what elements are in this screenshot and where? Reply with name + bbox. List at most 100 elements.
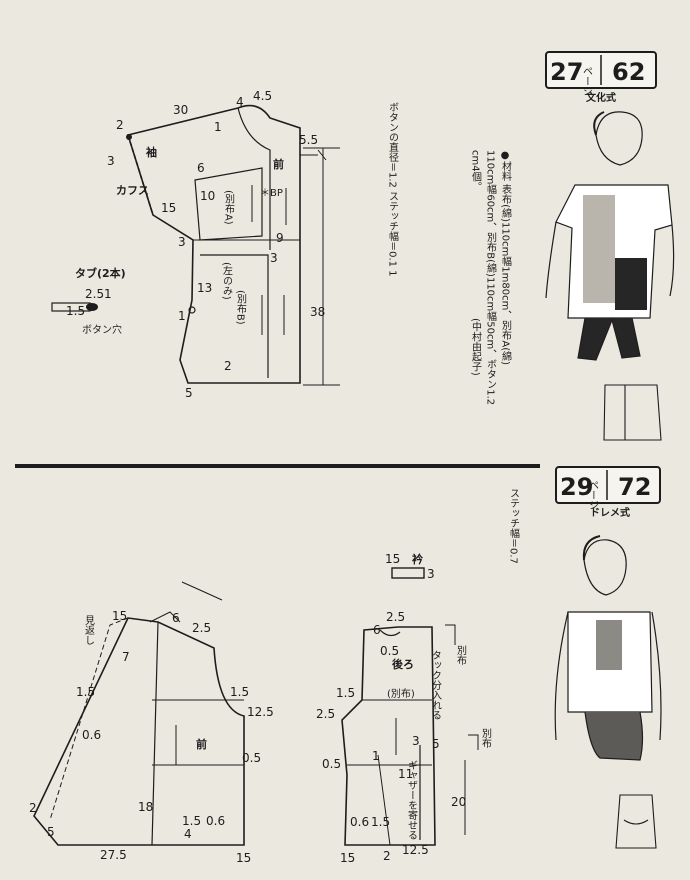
measure-38: 38 <box>310 305 325 319</box>
b-measure-5: 5 <box>432 737 440 751</box>
shoulder-detail <box>149 611 181 623</box>
f-measure-15d: 1.5 <box>182 814 201 828</box>
b-measure-25: 2.5 <box>386 610 405 624</box>
tab-detail: タブ(2本) 2.5 1 1.5 ボタン穴 <box>51 266 126 336</box>
collar-label: 衿 <box>412 552 423 566</box>
blouse-panel-b <box>615 258 647 310</box>
panel-a-outline <box>194 167 263 241</box>
cuffs-label: カフス <box>116 184 149 197</box>
back-neckline <box>379 629 401 637</box>
head <box>595 111 643 166</box>
f-measure-15c: 1.5 <box>230 685 249 699</box>
left-only-label: (左のみ) <box>221 262 233 300</box>
button-mark <box>300 149 327 161</box>
f-measure-125: 12.5 <box>247 705 274 719</box>
b-measure-15a: 15 <box>385 552 400 566</box>
measure-30: 30 <box>173 103 188 117</box>
measure-6: 6 <box>197 161 205 175</box>
front-label: 前 <box>273 157 284 171</box>
tab-measure-1: 1 <box>104 287 112 301</box>
f-measure-5: 5 <box>47 825 55 839</box>
facing-line <box>151 621 159 846</box>
front-bodice-pattern <box>126 104 340 386</box>
b-measure-20: 20 <box>451 795 466 809</box>
fabric-b-label: (別布B) <box>235 290 247 325</box>
garment-back-view-bottom <box>615 794 657 849</box>
measure-3-side: 3 <box>107 154 115 168</box>
page-badge-29: 29 ページ 72 ドレメ式 <box>555 466 661 519</box>
garment-back-view-top <box>603 384 662 441</box>
pin-mark <box>181 581 223 601</box>
b-measure-6: 6 <box>373 623 381 637</box>
front-outline <box>33 617 245 846</box>
badge-kana: ページ <box>581 66 593 96</box>
materials-line-1: ●材料 表布(綿)110cm幅1m80cm、別布A(綿) <box>500 150 512 365</box>
button-hole-label: ボタン穴 <box>82 323 122 336</box>
materials-line-2: 110cm幅60cm、別布B(綿)110cm幅50cm、ボタン1.2 <box>485 150 497 405</box>
stitch-note: ボタンの直径＝1.2 ステッチ幅＝0.1 1 <box>387 102 399 277</box>
b-measure-125: 12.5 <box>402 843 429 857</box>
measure-45: 4.5 <box>253 89 272 103</box>
hair <box>582 535 601 561</box>
collar-rect <box>391 567 425 579</box>
arms <box>545 221 675 299</box>
measure-4: 4 <box>236 95 244 109</box>
woman-illustration-bottom <box>554 535 662 761</box>
badge-kana: ページ <box>587 480 599 510</box>
page-badge-27: 27 ページ 62 文化式 <box>545 51 657 104</box>
arms <box>554 611 662 741</box>
f-measure-6: 6 <box>172 611 180 625</box>
b-measure-2: 2 <box>383 849 391 863</box>
measure-1-pocket: 1 <box>178 309 186 323</box>
gather-line <box>377 754 391 846</box>
badge-school: ドレメ式 <box>590 506 630 519</box>
back-fabric-label: (別布) <box>387 688 415 700</box>
tab-hole <box>86 303 98 311</box>
skirt <box>584 711 644 761</box>
b-measure-06: 0.6 <box>350 815 369 829</box>
b-measure-15c: 1.5 <box>371 815 390 829</box>
materials-line-3: cm4個。 <box>470 150 482 192</box>
b-measure-3: 3 <box>427 567 435 581</box>
separate-fabric-label-1: 別布 <box>455 645 467 666</box>
measure-2-hem: 2 <box>224 359 232 373</box>
b-measure-1: 1 <box>372 749 380 763</box>
f-measure-18: 18 <box>138 800 153 814</box>
head <box>583 539 627 596</box>
bodice-outline <box>126 104 301 384</box>
blouse-panel-a <box>583 195 615 303</box>
f-measure-7: 7 <box>122 650 130 664</box>
b-measure-11: 11 <box>398 767 413 781</box>
tuck-label: タック分入れる <box>430 650 442 720</box>
back-view-gather <box>623 819 649 825</box>
f-measure-15e: 15 <box>236 851 251 865</box>
hair <box>593 111 605 136</box>
facing-edge <box>49 617 129 821</box>
tab-measure-25: 2.5 <box>85 287 104 301</box>
measure-10: 10 <box>200 189 215 203</box>
tab-measure-15: 1.5 <box>66 304 85 318</box>
measure-55: 5.5 <box>299 133 318 147</box>
b-measure-15d: 15 <box>340 851 355 865</box>
f-measure-06: 0.6 <box>82 728 101 742</box>
front-vest-pattern <box>33 581 245 846</box>
tab-title: タブ(2本) <box>75 266 126 280</box>
measure-3-arm: 3 <box>178 235 186 249</box>
inner-top <box>596 620 622 670</box>
pocket-button-dot <box>188 306 196 314</box>
measure-1: 1 <box>214 120 222 134</box>
materials-note: ●材料 表布(綿)110cm幅1m80cm、別布A(綿) 110cm幅60cm、… <box>470 150 512 405</box>
f-measure-2: 2 <box>29 801 37 815</box>
f-measure-275: 27.5 <box>100 848 127 862</box>
badge-number: 29 <box>560 473 593 501</box>
f-measure-4: 4 <box>184 827 192 841</box>
measure-3-waist: 3 <box>270 251 278 265</box>
gather-label: ギャザーを寄せる <box>406 760 418 840</box>
b-measure-25b: 2.5 <box>316 707 335 721</box>
facing-label: 見返し <box>83 615 95 645</box>
badge-page: 72 <box>618 473 651 501</box>
badge-frame <box>555 466 661 504</box>
bp-label: ＊BP <box>260 188 283 199</box>
